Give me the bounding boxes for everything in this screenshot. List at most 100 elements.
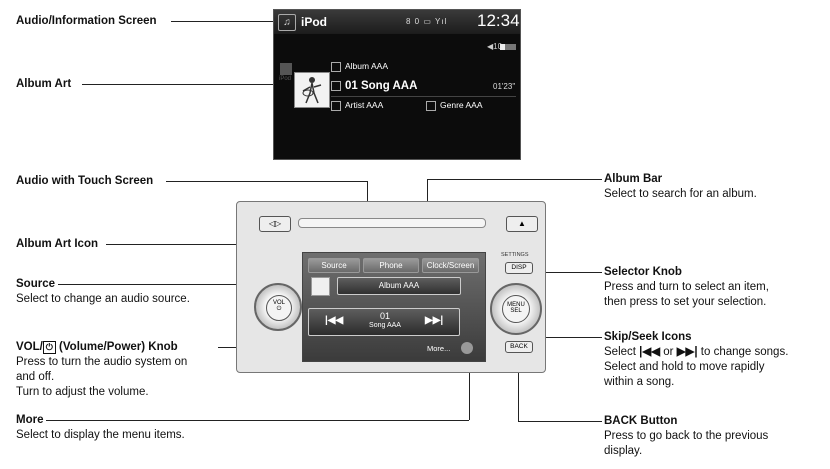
song-name: 01 Song AAA (345, 80, 418, 92)
label-description: Turn to adjust the volume. (16, 386, 149, 398)
power-icon: ⏻ (276, 306, 282, 312)
skip-back-icon: |◀◀ (639, 346, 661, 358)
label-description: or (660, 346, 677, 358)
label-description: Select to search for an album. (604, 188, 757, 200)
genre-row[interactable]: Genre AAA (426, 100, 483, 111)
track-number: 01 (379, 311, 390, 321)
artist-icon (331, 100, 341, 111)
label-description: within a song. (604, 376, 675, 388)
status-indicators: 8 0 ▭ Yıl (406, 17, 448, 26)
song-icon (331, 80, 341, 91)
album-art-icon (311, 277, 330, 296)
label-description: then press to set your selection. (604, 296, 767, 308)
genre-icon (426, 100, 436, 111)
label-back-button: BACK Button Press to go back to the prev… (604, 414, 768, 459)
leader-line (46, 420, 469, 421)
label-title: Skip/Seek Icons (604, 331, 692, 343)
label-skip-seek: Skip/Seek Icons Select |◀◀ or ▶▶| to cha… (604, 330, 788, 390)
album-row[interactable]: Album AAA (331, 61, 388, 72)
leader-line (427, 179, 602, 180)
settings-label: SETTINGS (501, 252, 529, 258)
volume-level: 10 (493, 42, 503, 51)
album-icon (331, 61, 341, 72)
vol-power-knob[interactable]: VOL⏻ (254, 283, 302, 331)
volume-readout: ◀10 (487, 42, 503, 51)
skip-back-icon[interactable]: |◀◀ (325, 315, 344, 326)
audio-info-screen: ♫ iPod 8 0 ▭ Yıl 12:34 ◀10 iPod Album AA… (273, 9, 521, 160)
more-button[interactable]: More... (427, 344, 451, 353)
label-description: Press to go back to the previous (604, 430, 769, 442)
song-row[interactable]: 01 Song AAA (331, 80, 417, 92)
clock: 12:34 (477, 11, 520, 30)
leader-line (518, 272, 602, 273)
label-album-art-icon: Album Art Icon (16, 237, 98, 252)
more-icon[interactable] (461, 342, 473, 354)
track-name: Song AAA (369, 322, 401, 329)
skip-forward-icon: ▶▶| (676, 346, 698, 358)
album-art (294, 72, 330, 108)
label-description: Select (604, 346, 640, 358)
label-description: Select to display the menu items. (16, 429, 185, 441)
leader-line (82, 84, 293, 85)
leader-line (58, 284, 308, 285)
label-description: Press and turn to select an item, (604, 281, 769, 293)
ghost-label: iPod (279, 76, 292, 82)
music-note-icon: ♫ (278, 14, 296, 31)
artist-row[interactable]: Artist AAA (331, 100, 383, 111)
guitar-player-icon (302, 77, 322, 104)
seek-panel: |◀◀ 01 Song AAA ▶▶| (308, 308, 460, 336)
label-description: display. (604, 445, 643, 457)
media-button[interactable]: ◁▷ (259, 216, 291, 232)
label-title: VOL/ (16, 341, 43, 353)
tab-clock-screen[interactable]: Clock/Screen (422, 258, 479, 273)
label-album-bar: Album Bar Select to search for an album. (604, 172, 757, 202)
disp-button[interactable]: DISP (505, 262, 533, 274)
volume-bar (500, 44, 516, 50)
label-more: More Select to display the menu items. (16, 413, 185, 443)
skip-forward-icon[interactable]: ▶▶| (425, 315, 444, 326)
label-title: BACK Button (604, 415, 678, 427)
leader-line (171, 21, 274, 22)
touch-screen: Source Phone Clock/Screen Album AAA |◀◀ … (302, 252, 486, 362)
label-title: Album Art (16, 78, 72, 90)
label-description: Select to change an audio source. (16, 293, 190, 305)
label-source: Source Select to change an audio source. (16, 277, 190, 307)
label-title: Audio with Touch Screen (16, 175, 154, 187)
ghost-art-icon (280, 63, 292, 75)
cd-slot (298, 218, 486, 228)
tab-source[interactable]: Source (308, 258, 360, 273)
album-name: Album AAA (345, 61, 388, 71)
label-title: Album Art Icon (16, 238, 98, 250)
tab-phone[interactable]: Phone (363, 258, 419, 273)
leader-line (518, 351, 519, 421)
label-title: More (16, 414, 44, 426)
eject-button[interactable]: ▲ (506, 216, 538, 232)
head-unit: ◁▷ ▲ VOL⏻ Source Phone Clock/Screen Albu… (236, 201, 546, 373)
label-description: to change songs. (697, 346, 789, 358)
label-vol-knob: VOL/⏻ (Volume/Power) Knob Press to turn … (16, 340, 187, 400)
menu-label: MENU (507, 302, 525, 308)
leader-line (469, 352, 470, 420)
album-bar[interactable]: Album AAA (337, 277, 461, 295)
label-audio-info-screen: Audio/Information Screen (16, 14, 157, 29)
sel-label: SEL (510, 308, 522, 314)
label-title: Selector Knob (604, 266, 682, 278)
status-bar (274, 10, 520, 34)
label-title: Album Bar (604, 173, 663, 185)
divider (331, 96, 516, 97)
label-audio-touch-screen: Audio with Touch Screen (16, 174, 153, 189)
genre-name: Genre AAA (440, 100, 483, 110)
label-title: Audio/Information Screen (16, 15, 157, 27)
vol-label: VOL (272, 300, 285, 306)
leader-line (518, 421, 602, 422)
source-name: iPod (301, 15, 327, 29)
label-description: Select and hold to move rapidly (604, 361, 765, 373)
back-button[interactable]: BACK (505, 341, 533, 353)
vol-knob-center: VOL⏻ (266, 295, 292, 321)
label-album-art: Album Art (16, 77, 71, 92)
elapsed-time: 01'23" (493, 82, 516, 91)
label-title: Source (16, 278, 55, 290)
